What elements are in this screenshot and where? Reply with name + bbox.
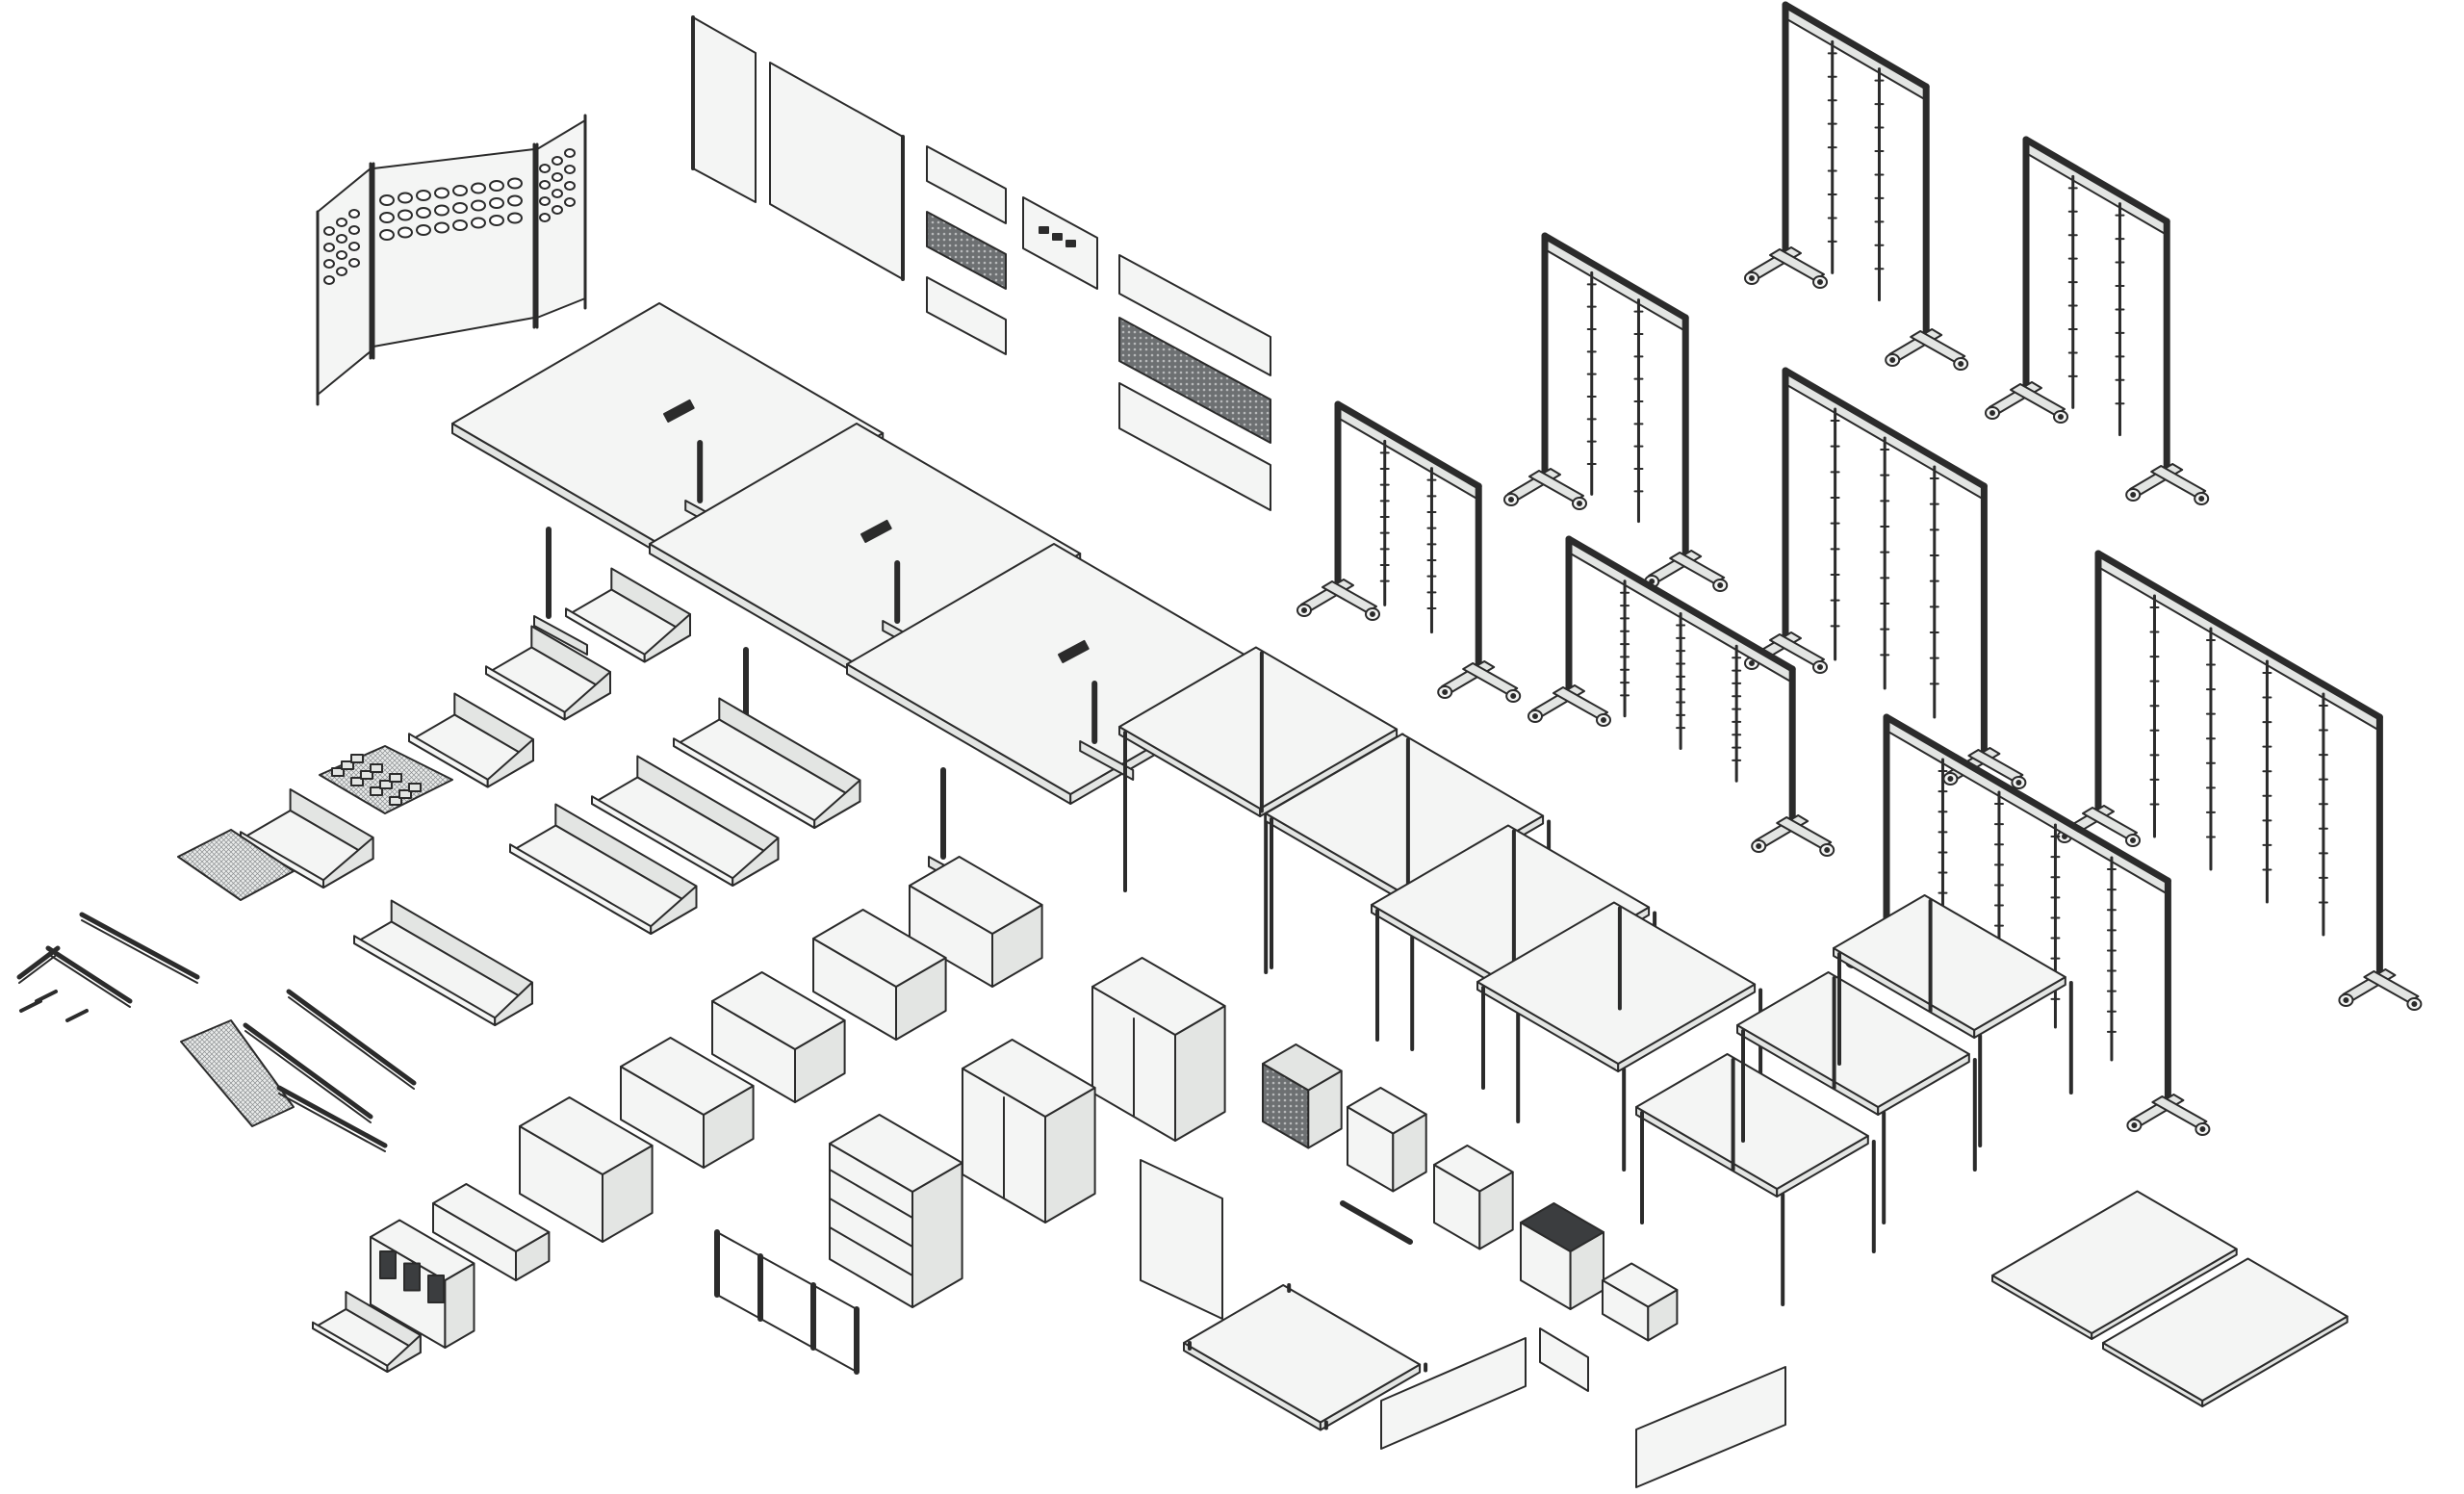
tv-mount <box>714 1229 860 1375</box>
wall-panel <box>691 15 905 281</box>
rail-bracket <box>16 912 417 1152</box>
modesty-panel <box>926 145 1271 511</box>
mobile-rack-frame <box>1527 535 1835 857</box>
desk <box>1736 971 1977 1224</box>
storage-box <box>432 856 1043 1281</box>
mobile-rack-frame <box>1744 1 1969 371</box>
mobile-rack-frame <box>2057 550 2423 1011</box>
mobile-rack-frame <box>1503 232 1729 592</box>
tabletop <box>1991 1190 2348 1407</box>
shelf-tray <box>240 567 861 1373</box>
waste-bin <box>1262 1043 1679 1342</box>
accessory-station <box>370 1219 475 1349</box>
mobile-rack-frame <box>1985 136 2210 505</box>
cabinet <box>829 957 1226 1308</box>
folding-screen <box>316 114 587 406</box>
desk <box>1183 1283 1428 1431</box>
desk <box>1833 894 2073 1147</box>
wire-basket <box>319 745 453 814</box>
desk <box>1118 646 1405 974</box>
mobile-rack-frame <box>1296 400 1522 703</box>
monitor-bar <box>1340 1200 1413 1245</box>
sliding-tray <box>177 829 295 1127</box>
desk <box>1635 1053 1876 1306</box>
desk <box>1476 901 1763 1172</box>
privacy-panel <box>1140 1159 1786 1488</box>
